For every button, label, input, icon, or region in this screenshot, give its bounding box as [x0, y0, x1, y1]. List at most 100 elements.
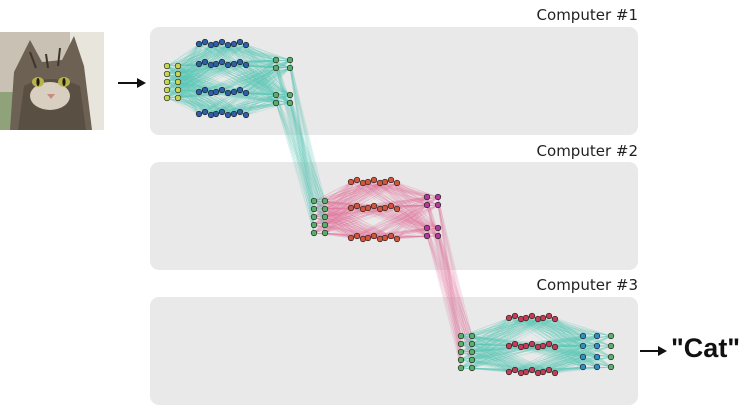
output-node: [579, 353, 587, 361]
input-node: [174, 70, 182, 78]
hidden-node-2: [370, 176, 378, 184]
hidden-node-1: [212, 88, 220, 96]
bridge-node: [457, 332, 465, 340]
hidden-node-3: [528, 366, 536, 374]
output-node: [607, 363, 615, 371]
cat-photo: [0, 32, 104, 130]
input-arrow: [118, 78, 146, 88]
input-node: [174, 62, 182, 70]
bridge-node: [272, 99, 280, 107]
bridge-node: [321, 229, 329, 237]
input-node: [163, 70, 171, 78]
hidden-node-1: [207, 111, 215, 119]
hidden-node-1: [236, 108, 244, 116]
bridge-node: [468, 348, 476, 356]
network-nodes: [163, 38, 615, 377]
bridge-node: [310, 205, 318, 213]
hidden-node-1: [201, 38, 209, 46]
hidden-node-3: [545, 340, 553, 348]
hidden-node-3: [539, 342, 547, 350]
output-arrow: [640, 346, 667, 356]
hidden-node-1: [242, 41, 250, 49]
hidden-node-3: [539, 368, 547, 376]
bridge-node: [286, 99, 294, 107]
output-node: [593, 353, 601, 361]
hidden-node-1: [224, 111, 232, 119]
hidden-node-2: [376, 205, 384, 213]
hidden-node-1: [195, 110, 203, 118]
output-node: [579, 363, 587, 371]
hidden-node-2: [353, 232, 361, 240]
hidden-node-2: [364, 234, 372, 242]
bridge-node: [310, 197, 318, 205]
hidden-node-3: [522, 342, 530, 350]
bridge-node: [457, 356, 465, 364]
input-node: [163, 86, 171, 94]
hidden-node-1: [236, 86, 244, 94]
bridge-node: [286, 56, 294, 64]
output-label: "Cat": [671, 333, 740, 363]
hidden-node-3: [511, 366, 519, 374]
computer-1-label: Computer #1: [536, 6, 638, 24]
hidden-node-3: [551, 343, 559, 351]
hidden-node-2: [370, 202, 378, 210]
bridge-node: [272, 64, 280, 72]
input-node: [174, 86, 182, 94]
hidden-node-3: [539, 314, 547, 322]
output-node: [579, 332, 587, 340]
bridge-node: [468, 340, 476, 348]
hidden-node-2: [359, 205, 367, 213]
output-node: [593, 332, 601, 340]
hidden-node-1: [236, 58, 244, 66]
hidden-node-3: [522, 368, 530, 376]
hidden-node-1: [207, 41, 215, 49]
bridge-node: [321, 205, 329, 213]
bridge-node: [457, 348, 465, 356]
hidden-node-1: [212, 110, 220, 118]
hidden-node-2: [359, 235, 367, 243]
hidden-node-3: [522, 314, 530, 322]
hidden-node-3: [534, 315, 542, 323]
bridge-node: [310, 221, 318, 229]
hidden-node-1: [201, 86, 209, 94]
input-node: [163, 62, 171, 70]
hidden-node-2: [364, 204, 372, 212]
hidden-node-1: [230, 110, 238, 118]
bridge-node: [434, 201, 442, 209]
hidden-node-1: [218, 38, 226, 46]
bridge-node: [468, 332, 476, 340]
hidden-node-2: [353, 202, 361, 210]
hidden-node-1: [224, 89, 232, 97]
hidden-node-2: [387, 202, 395, 210]
bridge-node: [321, 221, 329, 229]
hidden-node-2: [381, 204, 389, 212]
output-node: [607, 353, 615, 361]
bridge-node: [457, 364, 465, 372]
hidden-node-3: [511, 312, 519, 320]
hidden-node-3: [517, 343, 525, 351]
bridge-node: [468, 364, 476, 372]
bridge-node: [272, 91, 280, 99]
hidden-node-3: [551, 369, 559, 377]
hidden-node-3: [528, 312, 536, 320]
hidden-node-2: [359, 179, 367, 187]
hidden-node-1: [218, 108, 226, 116]
hidden-node-3: [534, 343, 542, 351]
output-node: [607, 332, 615, 340]
input-node: [174, 78, 182, 86]
hidden-node-3: [545, 366, 553, 374]
output-node: [579, 342, 587, 350]
hidden-node-2: [376, 235, 384, 243]
bridge-node: [423, 232, 431, 240]
hidden-node-1: [207, 61, 215, 69]
hidden-node-1: [224, 61, 232, 69]
hidden-node-2: [387, 232, 395, 240]
hidden-node-3: [505, 368, 513, 376]
bridge-node: [423, 193, 431, 201]
hidden-node-1: [201, 108, 209, 116]
hidden-node-3: [517, 315, 525, 323]
hidden-node-1: [218, 86, 226, 94]
bridge-node: [310, 229, 318, 237]
